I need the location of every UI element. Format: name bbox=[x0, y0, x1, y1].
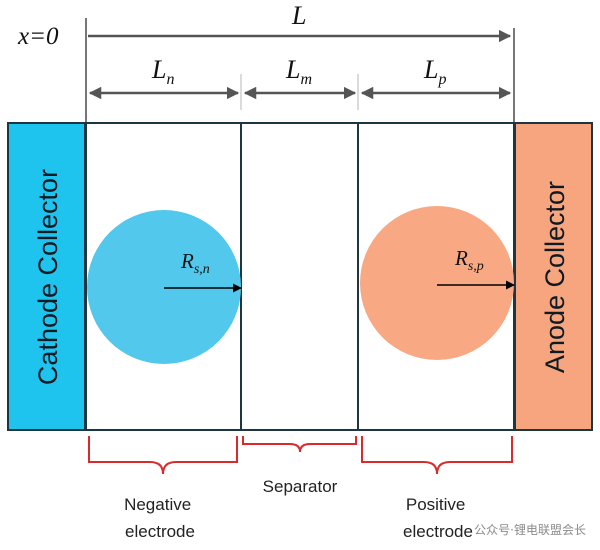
separator-region bbox=[240, 122, 359, 431]
separator-caption: Separator bbox=[263, 477, 338, 496]
separator-length-label: Lm bbox=[285, 55, 312, 88]
positive-radius-label: Rs,p bbox=[454, 246, 484, 274]
cathode-collector bbox=[7, 122, 86, 431]
origin-label: x=0 bbox=[17, 23, 59, 50]
positive-length-label: Lp bbox=[423, 55, 446, 88]
positive-electrode-caption: Positive electrode bbox=[403, 495, 473, 541]
positive-particle bbox=[360, 206, 514, 360]
total-length-label: L bbox=[291, 1, 306, 30]
anode-collector-label: Anode Collector bbox=[540, 181, 570, 373]
negative-length-label: Ln bbox=[151, 55, 174, 88]
separator-brace bbox=[242, 436, 357, 453]
negative-electrode-brace bbox=[88, 436, 238, 475]
negative-electrode-caption: Negative electrode bbox=[124, 495, 196, 541]
watermark-text: 公众号·锂电联盟会长 bbox=[474, 523, 586, 537]
anode-collector bbox=[514, 122, 593, 431]
negative-particle bbox=[87, 210, 241, 364]
negative-radius-label: Rs,n bbox=[180, 249, 210, 277]
positive-electrode-brace bbox=[361, 436, 513, 475]
cathode-collector-label: Cathode Collector bbox=[33, 169, 63, 385]
